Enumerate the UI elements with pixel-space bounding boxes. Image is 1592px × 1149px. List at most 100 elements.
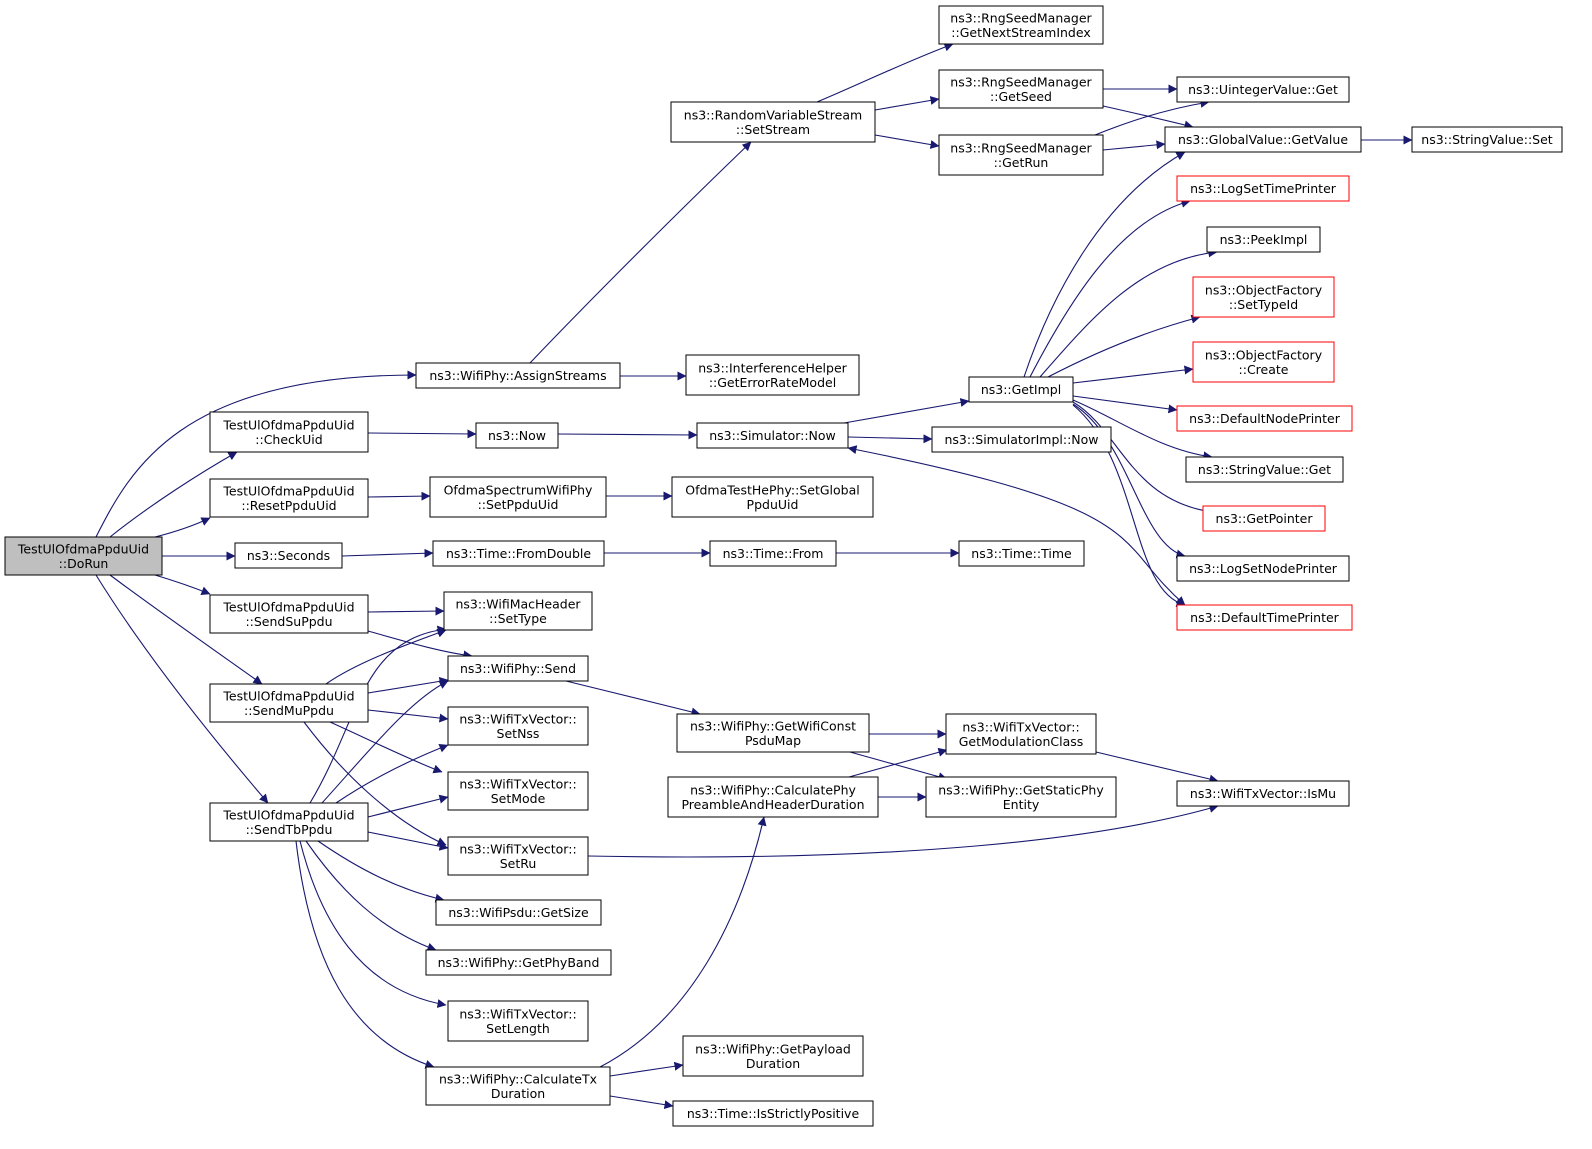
node-label-line: Duration (746, 1056, 800, 1071)
node-label-line: ns3::ObjectFactory (1205, 282, 1323, 297)
node-doRun[interactable]: TestUlOfdmaPpduUid::DoRun (4, 536, 163, 576)
edge-assignStreams-to-rvsSetStream (529, 141, 752, 364)
edge-getWifiConstPsduMap-to-getStaticPhyEntity (849, 751, 948, 782)
node-checkUid[interactable]: TestUlOfdmaPpduUid::CheckUid (209, 411, 369, 453)
node-box (968, 376, 1074, 403)
node-label-line: ns3::WifiPhy::GetStaticPhy (938, 782, 1104, 797)
node-box (672, 1100, 874, 1127)
node-setNss[interactable]: ns3::WifiTxVector::SetNss (447, 706, 589, 746)
node-seconds[interactable]: ns3::Seconds (234, 542, 343, 569)
node-defaultNodePrinter[interactable]: ns3::DefaultNodePrinter (1176, 405, 1353, 432)
node-box (443, 591, 593, 631)
node-setLength[interactable]: ns3::WifiTxVector::SetLength (447, 1000, 589, 1042)
node-label-line: ::SendTbPpdu (246, 822, 333, 837)
node-label-line: SetRu (500, 856, 537, 871)
node-label-line: Entity (1003, 797, 1040, 812)
node-assignStreams[interactable]: ns3::WifiPhy::AssignStreams (415, 362, 621, 389)
node-getPointer[interactable]: ns3::GetPointer (1202, 505, 1326, 532)
node-label-line: TestUlOfdmaPpduUid (222, 688, 354, 703)
node-now[interactable]: ns3::Now (475, 422, 559, 449)
node-ofSetTypeId[interactable]: ns3::ObjectFactory::SetTypeId (1192, 276, 1335, 318)
node-fromDouble[interactable]: ns3::Time::FromDouble (432, 540, 605, 567)
node-simNow[interactable]: ns3::Simulator::Now (696, 422, 849, 449)
node-getErrorRateModel[interactable]: ns3::InterferenceHelper::GetErrorRateMod… (685, 354, 860, 396)
node-box (209, 411, 369, 453)
node-box (667, 776, 879, 818)
node-getPhyBand[interactable]: ns3::WifiPhy::GetPhyBand (425, 949, 612, 976)
node-getImpl[interactable]: ns3::GetImpl (968, 376, 1074, 403)
node-macSetType[interactable]: ns3::WifiMacHeader::SetType (443, 591, 593, 631)
edge-resetPpduUid-to-setPpduUid (367, 491, 431, 501)
node-label-line: ns3::WifiPhy::AssignStreams (429, 368, 606, 383)
node-getNextStreamIndex[interactable]: ns3::RngSeedManager::GetNextStreamIndex (938, 5, 1104, 45)
node-box (925, 776, 1117, 818)
node-box (1176, 405, 1353, 432)
node-rvsSetStream[interactable]: ns3::RandomVariableStream::SetStream (670, 101, 876, 143)
edge-getImpl-to-defaultNodePrinter (1072, 395, 1178, 414)
node-box (4, 536, 163, 576)
node-box (938, 134, 1104, 176)
node-svGet[interactable]: ns3::StringValue::Get (1185, 456, 1344, 483)
node-setPpduUid[interactable]: OfdmaSpectrumWifiPhy::SetPpduUid (429, 476, 607, 518)
node-box (447, 836, 589, 876)
node-getSeed[interactable]: ns3::RngSeedManager::GetSeed (938, 69, 1104, 109)
node-simImplNow[interactable]: ns3::SimulatorImpl::Now (931, 426, 1112, 453)
node-psduGetSize[interactable]: ns3::WifiPsdu::GetSize (435, 899, 602, 926)
node-label-line: ::ResetPpduUid (241, 498, 336, 513)
node-sendTbPpdu[interactable]: TestUlOfdmaPpduUid::SendTbPpdu (209, 802, 369, 842)
node-label-line: SetLength (486, 1021, 550, 1036)
node-label-line: ns3::Seconds (247, 548, 330, 563)
edge-getModulationClass-to-isMu (1095, 751, 1219, 784)
node-calcPreamble[interactable]: ns3::WifiPhy::CalculatePhyPreambleAndHea… (667, 776, 879, 818)
node-isStrictlyPositive[interactable]: ns3::Time::IsStrictlyPositive (672, 1100, 874, 1127)
node-getModulationClass[interactable]: ns3::WifiTxVector::GetModulationClass (945, 713, 1097, 755)
node-box (425, 1066, 611, 1106)
node-box (447, 771, 589, 811)
node-uintGet[interactable]: ns3::UintegerValue::Get (1176, 76, 1350, 103)
edge-getImpl-to-ofCreate (1072, 365, 1194, 384)
function-nodes: TestUlOfdmaPpduUid::DoRun ns3::WifiPhy::A… (4, 5, 1563, 1127)
node-label-line: ns3::Time::IsStrictlyPositive (687, 1106, 860, 1121)
node-label-line: ns3::WifiPhy::GetPayload (695, 1041, 851, 1056)
node-label-line: PsduMap (745, 733, 801, 748)
node-gvGetValue[interactable]: ns3::GlobalValue::GetValue (1164, 126, 1362, 153)
call-edges (95, 42, 1413, 1110)
node-ofCreate[interactable]: ns3::ObjectFactory::Create (1192, 341, 1335, 383)
edge-doRun-to-checkUid (109, 451, 238, 538)
node-phySend[interactable]: ns3::WifiPhy::Send (447, 655, 589, 682)
node-sendSuPpdu[interactable]: TestUlOfdmaPpduUid::SendSuPpdu (209, 594, 369, 634)
edge-sendMuPpdu-to-phySend (367, 676, 449, 694)
node-label-line: TestUlOfdmaPpduUid (222, 807, 354, 822)
node-timeTime[interactable]: ns3::Time::Time (958, 540, 1085, 567)
edge-now-to-simNow (557, 430, 698, 440)
node-setRu[interactable]: ns3::WifiTxVector::SetRu (447, 836, 589, 876)
node-peekImpl[interactable]: ns3::PeekImpl (1206, 226, 1321, 253)
node-isMu[interactable]: ns3::WifiTxVector::IsMu (1176, 780, 1350, 807)
node-label-line: ns3::StringValue::Set (1421, 132, 1552, 147)
node-defaultTimePrinter[interactable]: ns3::DefaultTimePrinter (1176, 604, 1353, 631)
node-label-line: ::GetRun (994, 155, 1049, 170)
node-setMode[interactable]: ns3::WifiTxVector::SetMode (447, 771, 589, 811)
node-label-line: ns3::InterferenceHelper (698, 360, 847, 375)
node-box (425, 949, 612, 976)
node-box (685, 354, 860, 396)
node-label-line: ns3::RngSeedManager (950, 10, 1092, 25)
node-resetPpduUid[interactable]: TestUlOfdmaPpduUid::ResetPpduUid (209, 478, 369, 518)
node-sendMuPpdu[interactable]: TestUlOfdmaPpduUid::SendMuPpdu (209, 683, 369, 723)
edge-setRu-to-isMu (587, 804, 1219, 858)
edge-sendTbPpdu-to-setRu (367, 831, 449, 851)
node-getRun[interactable]: ns3::RngSeedManager::GetRun (938, 134, 1104, 176)
edge-doRun-to-sendSuPpdu (154, 574, 211, 596)
node-logSetNodePrinter[interactable]: ns3::LogSetNodePrinter (1176, 555, 1350, 582)
node-label-line: SetNss (497, 726, 540, 741)
node-box (209, 683, 369, 723)
node-svSet[interactable]: ns3::StringValue::Set (1411, 126, 1563, 153)
node-timeFrom[interactable]: ns3::Time::From (709, 540, 837, 567)
node-logSetTimePrinter[interactable]: ns3::LogSetTimePrinter (1176, 175, 1350, 202)
node-box (1176, 780, 1350, 807)
